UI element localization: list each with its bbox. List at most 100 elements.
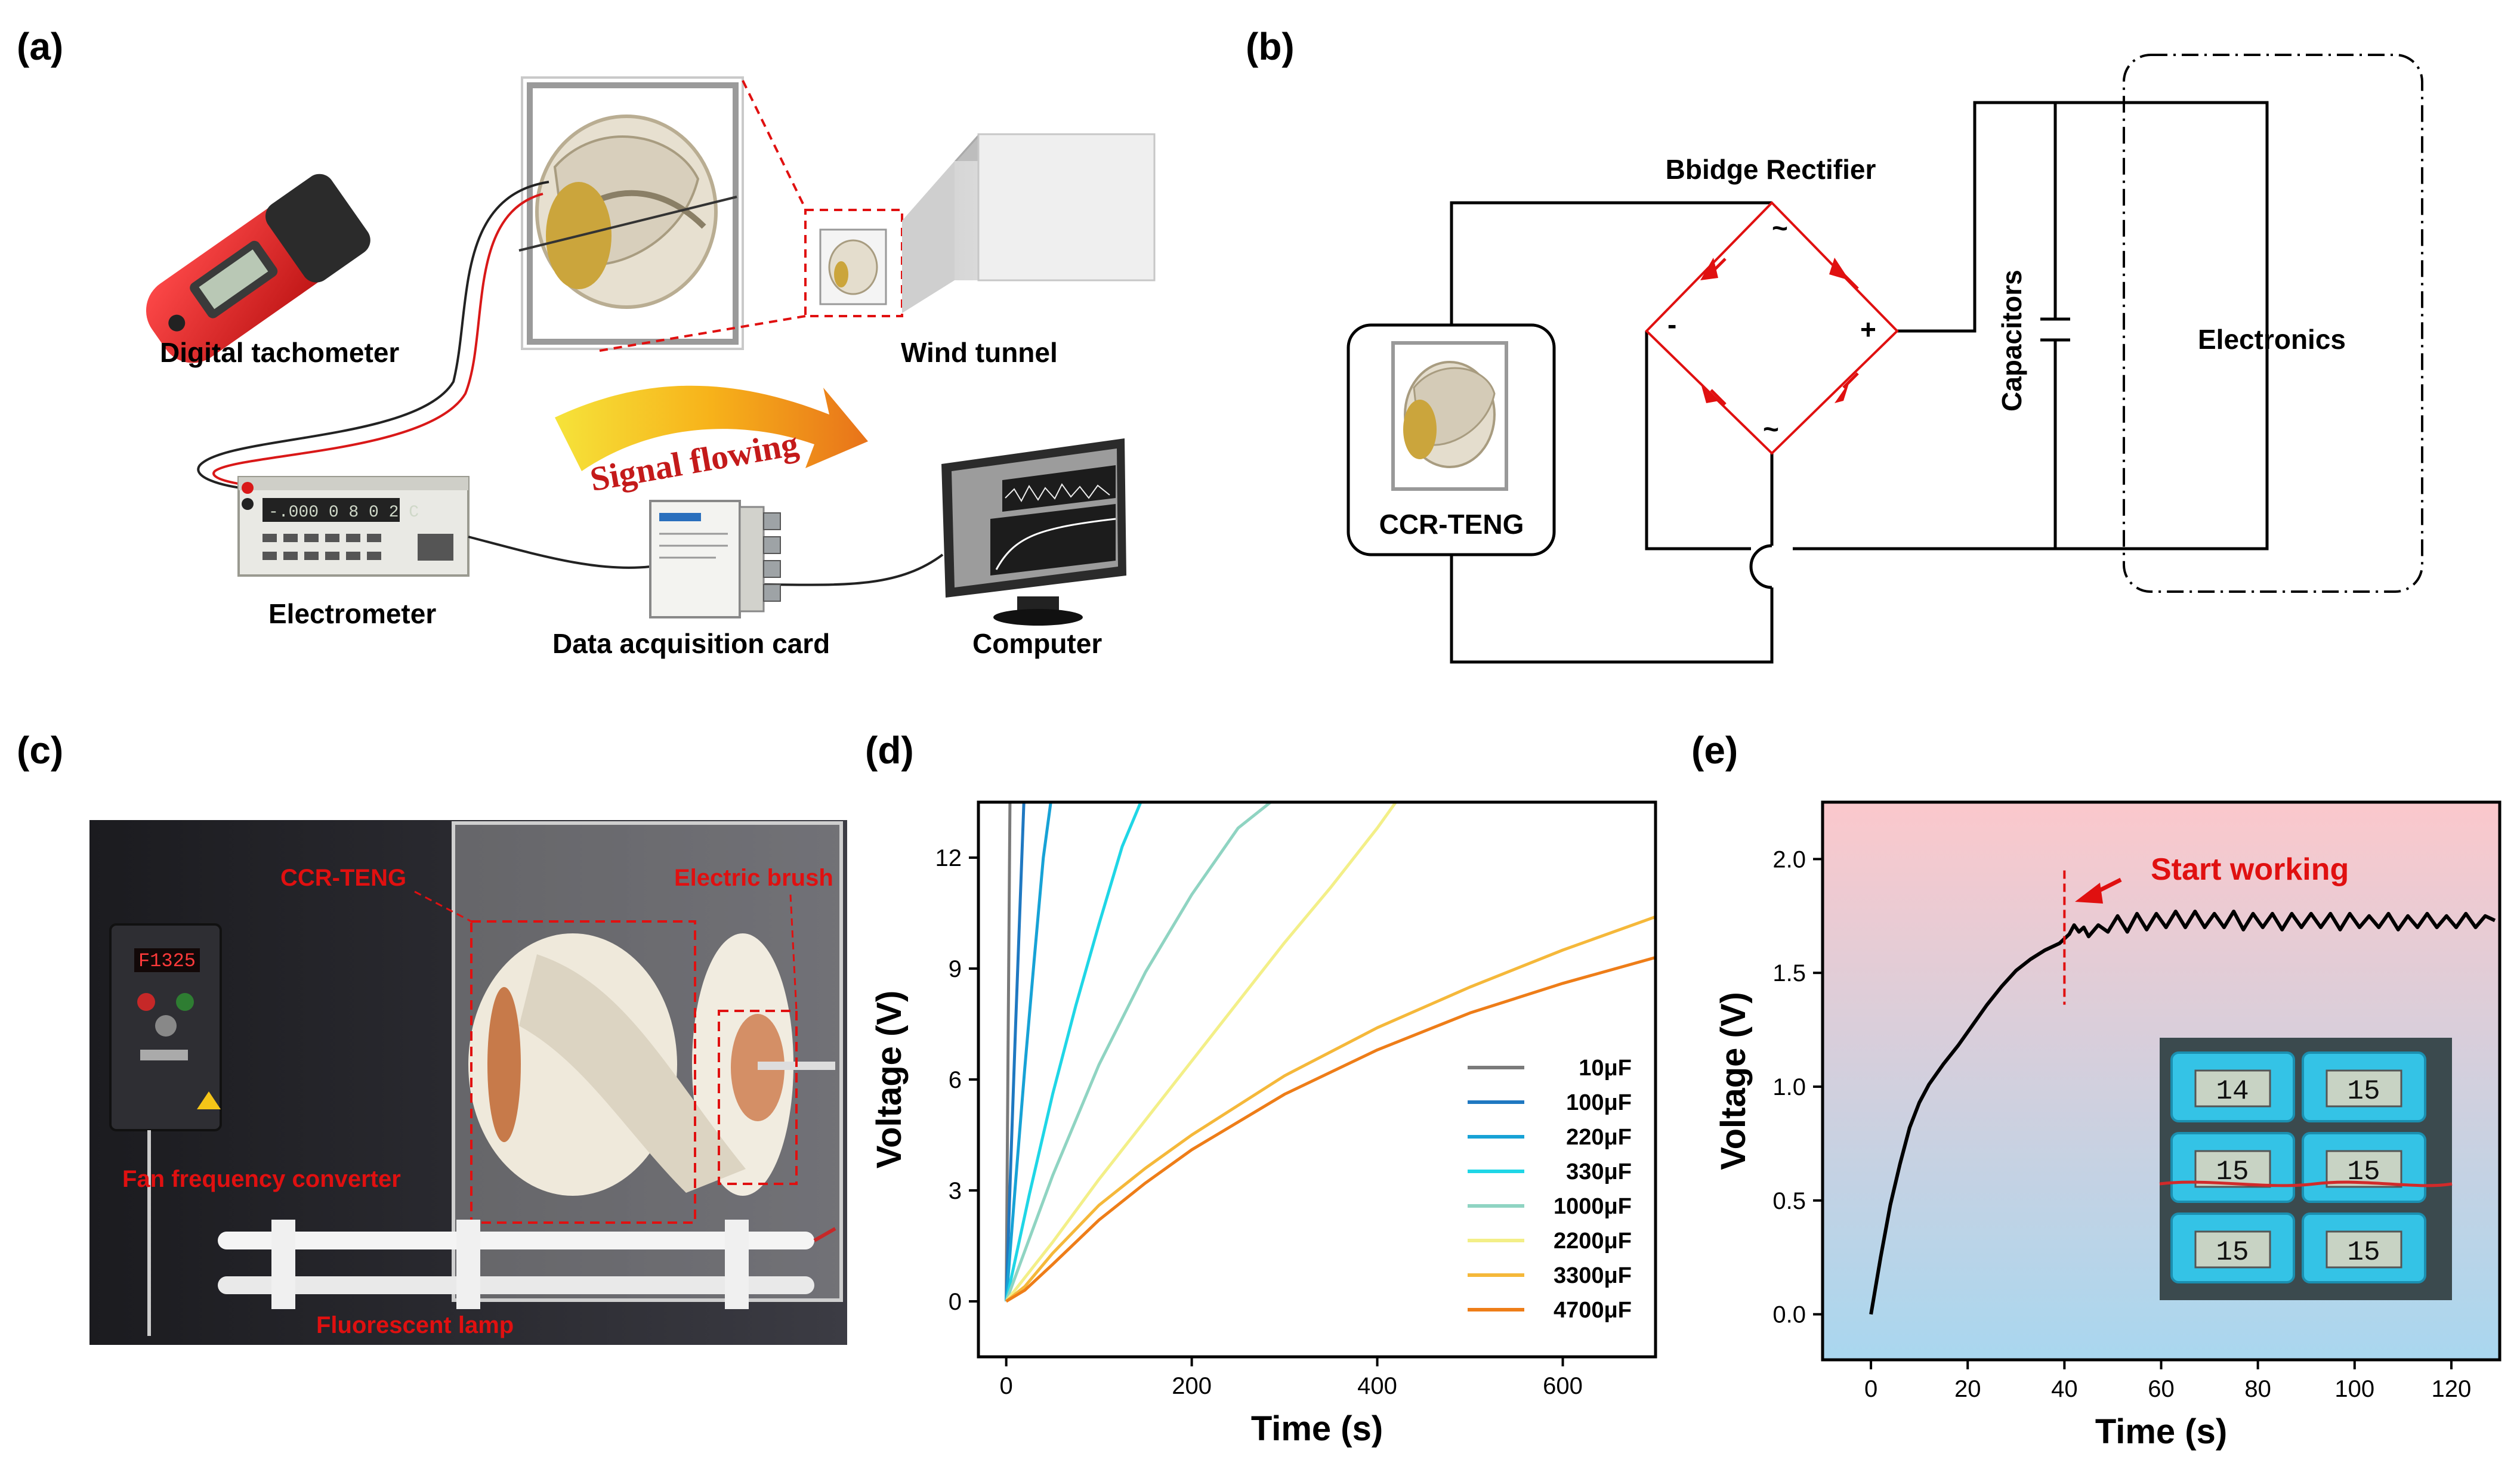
- series-line-220μF: [1005, 802, 1052, 1302]
- x-tick-label: 0: [1864, 1376, 1877, 1402]
- x-tick-label: 60: [2148, 1376, 2175, 1402]
- panel-a-label: (a): [17, 25, 63, 68]
- series-line-4700μF: [1005, 955, 1656, 1303]
- thermometer-lcd: [2326, 1069, 2402, 1108]
- thermometer-lcd: [2326, 1230, 2402, 1269]
- converter-display: F1325: [138, 950, 196, 972]
- computer-label: Computer: [972, 628, 1102, 659]
- panel-b-label: (b): [1246, 25, 1295, 68]
- thermometer-reading: 14: [2216, 1076, 2249, 1107]
- x-axis-title: Time (s): [1251, 1409, 1383, 1448]
- series-line-2200μF: [1005, 802, 1397, 1303]
- series-line-3300μF: [1005, 915, 1656, 1303]
- panel-a: (a) Digital tachometer: [17, 25, 1156, 659]
- thermometer-reading: 15: [2216, 1237, 2249, 1268]
- x-tick-label: 40: [2051, 1376, 2078, 1402]
- legend-label-1000μF: 1000μF: [1554, 1194, 1632, 1219]
- start-working-arrow-head: [2075, 883, 2103, 904]
- panel-c: (c) F1325: [17, 729, 847, 1345]
- y-tick-label: 9: [949, 956, 962, 982]
- ccr-teng-rotor-photo: [468, 933, 835, 1196]
- plus-symbol: +: [1860, 314, 1876, 345]
- legend-label-2200μF: 2200μF: [1554, 1229, 1632, 1254]
- legend-label-100μF: 100μF: [1566, 1090, 1632, 1115]
- y-tick-label: 1.0: [1772, 1074, 1806, 1100]
- ccr-teng-label: CCR-TENG: [1379, 509, 1524, 540]
- y-axis-title: Voltage (V): [1714, 992, 1753, 1170]
- panel-e-label: (e): [1691, 729, 1738, 772]
- wind-tunnel-label: Wind tunnel: [901, 337, 1058, 368]
- x-tick-label: 400: [1357, 1373, 1397, 1399]
- minus-symbol: -: [1667, 309, 1676, 340]
- y-tick-label: 0.5: [1772, 1188, 1806, 1214]
- y-tick-label: 0: [949, 1289, 962, 1315]
- x-tick-label: 600: [1543, 1373, 1583, 1399]
- series-line-100μF: [1005, 802, 1026, 1302]
- thermometer-reading: 15: [2347, 1237, 2380, 1268]
- x-tick-label: 100: [2334, 1376, 2374, 1402]
- x-tick-label: 80: [2244, 1376, 2271, 1402]
- x-tick-label: 200: [1172, 1373, 1212, 1399]
- x-tick-label: 120: [2432, 1376, 2472, 1402]
- series-line-330μF: [1005, 802, 1142, 1302]
- fluorescent-lamp-photo: [218, 1220, 836, 1309]
- ccr-teng-illustration: [518, 76, 744, 350]
- panel-d-label: (d): [865, 729, 914, 772]
- legend-label-220μF: 220μF: [1566, 1125, 1632, 1150]
- x-tick-label: 20: [1954, 1376, 1981, 1402]
- legend-label-330μF: 330μF: [1566, 1159, 1632, 1184]
- tachometer-illustration: [146, 174, 370, 363]
- ac-top-symbol: ~: [1772, 212, 1788, 243]
- panel-c-label: (c): [17, 729, 63, 772]
- electrometer-label: Electrometer: [268, 598, 436, 629]
- inset-wire: [2159, 1180, 2453, 1187]
- tachometer-label: Digital tachometer: [160, 337, 399, 368]
- electric-brush-label: Electric brush: [674, 865, 833, 891]
- circuit-wires: [1450, 101, 2269, 664]
- legend-label-10μF: 10μF: [1579, 1056, 1632, 1081]
- ccr-teng-small-icon: [1391, 341, 1508, 491]
- electronics-label: Electronics: [2198, 324, 2346, 355]
- ac-bottom-symbol: ~: [1763, 413, 1779, 444]
- thermometer-lcd: [2194, 1230, 2271, 1269]
- electrometer-illustration: -.000 0 8 0 2 C: [237, 476, 470, 577]
- computer-illustration: [941, 438, 1126, 626]
- fan-converter-label: Fan frequency converter: [122, 1166, 401, 1192]
- fan-converter-device: F1325: [109, 923, 222, 1131]
- daq-card-label: Data acquisition card: [552, 628, 830, 659]
- thermometer-reading: 15: [2347, 1076, 2380, 1107]
- x-axis-title: Time (s): [2095, 1412, 2227, 1451]
- x-tick-label: 0: [1000, 1373, 1013, 1399]
- y-axis-title: Voltage (V): [870, 991, 909, 1169]
- daq-card-illustration: [649, 500, 781, 618]
- y-tick-label: 12: [935, 845, 962, 871]
- thermometer-lcd: [2194, 1150, 2271, 1188]
- y-tick-label: 0.0: [1772, 1302, 1806, 1328]
- ccr-teng-photo-label: CCR-TENG: [280, 865, 406, 891]
- fluorescent-lamp-label: Fluorescent lamp: [316, 1312, 514, 1338]
- series-line-series-0: [1869, 910, 2496, 1315]
- thermometer-lcd: [2194, 1069, 2271, 1108]
- bridge-rectifier: [1645, 201, 1899, 455]
- legend-label-4700μF: 4700μF: [1554, 1298, 1632, 1323]
- electronics-box: [2123, 54, 2423, 593]
- y-tick-label: 2.0: [1772, 846, 1806, 873]
- y-tick-label: 3: [949, 1178, 962, 1204]
- legend-label-3300μF: 3300μF: [1554, 1263, 1632, 1288]
- series-line-1000μF: [1005, 802, 1272, 1302]
- start-working-label: Start working: [2151, 852, 2349, 887]
- y-tick-label: 6: [949, 1067, 962, 1093]
- capacitors-label: Capacitors: [1996, 270, 2027, 412]
- signal-flowing-arrow: Signal flowing: [555, 385, 868, 499]
- bridge-rectifier-title: Bbidge Rectifier: [1666, 154, 1876, 185]
- svg-text:-.000 0 8 0 2 C: -.000 0 8 0 2 C: [268, 503, 419, 522]
- panel-b: (b) CCR-TENG: [1246, 25, 2423, 664]
- wind-tunnel-illustration: [819, 133, 1156, 313]
- series-line-10μF: [1005, 802, 1012, 1302]
